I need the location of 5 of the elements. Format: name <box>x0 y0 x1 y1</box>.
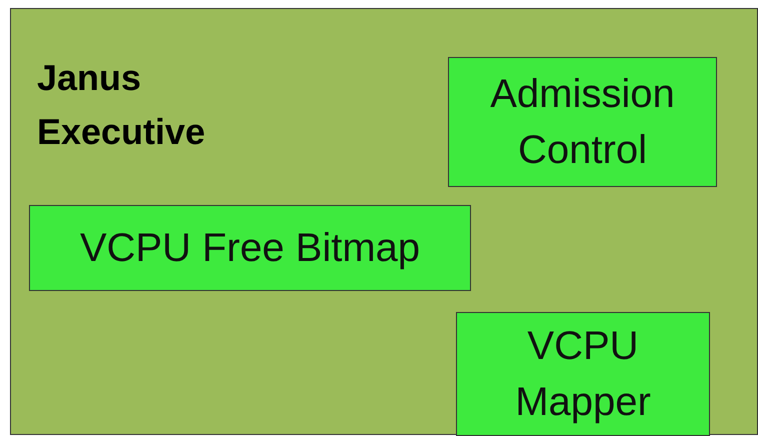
process-box: VCPU Mapper <box>456 312 710 436</box>
panel-heading: Janus Executive <box>37 56 206 154</box>
process-box: Admission Control <box>448 57 717 187</box>
container-panel <box>10 8 758 435</box>
process-box: VCPU Free Bitmap <box>29 205 471 291</box>
